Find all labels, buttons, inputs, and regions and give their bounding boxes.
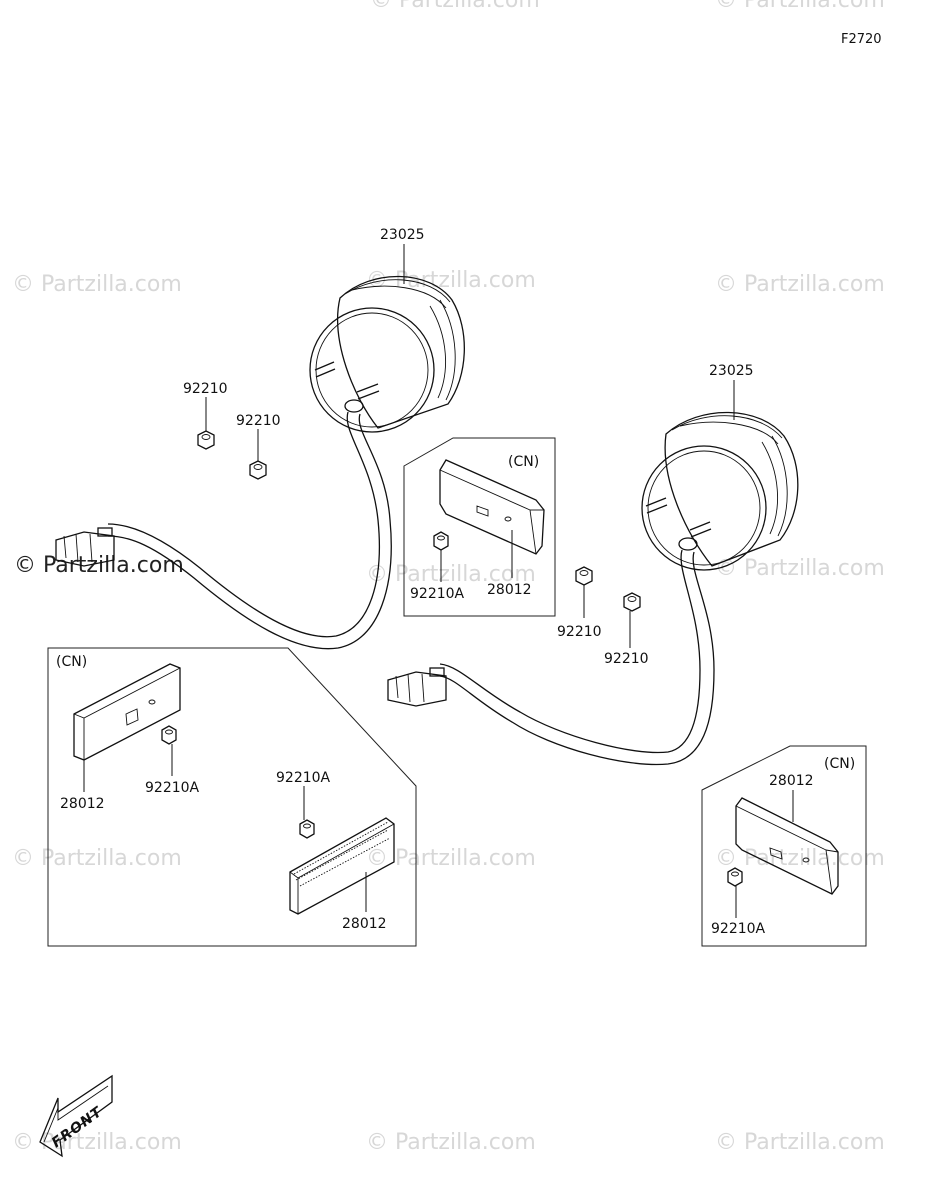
watermark: © Partzilla.com xyxy=(370,0,540,13)
lamp-right[interactable] xyxy=(641,411,799,571)
label-lamp-left: 23025 xyxy=(380,227,425,243)
label-nut-box-right: 92210A xyxy=(711,921,766,937)
watermark-dark: © Partzilla.com xyxy=(14,553,184,578)
nut-box-right[interactable] xyxy=(727,867,743,887)
nut-center[interactable] xyxy=(433,531,449,551)
watermark: © Partzilla.com xyxy=(715,0,885,13)
harness-right[interactable] xyxy=(439,549,715,766)
label-nut-box-left-a: 92210A xyxy=(145,780,200,796)
label-reflector-center: 28012 xyxy=(487,582,532,598)
connector-left[interactable] xyxy=(55,527,115,567)
nut-left-b[interactable] xyxy=(249,460,267,480)
nut-left-a[interactable] xyxy=(197,430,215,450)
connector-right[interactable] xyxy=(387,667,447,707)
cn-label-left: (CN) xyxy=(56,654,87,670)
reflector-box-right[interactable] xyxy=(735,797,839,895)
reflector-box-left-a[interactable] xyxy=(73,663,181,761)
front-arrow-icon: FRONT xyxy=(39,1074,113,1158)
nut-box-left-a[interactable] xyxy=(161,725,177,745)
diagram-code: F2720 xyxy=(841,32,882,47)
label-nut-left-a: 92210 xyxy=(183,381,228,397)
label-reflector-box-left-b: 28012 xyxy=(342,916,387,932)
watermark: © Partzilla.com xyxy=(12,846,182,871)
watermark: © Partzilla.com xyxy=(366,268,536,293)
cn-box-right xyxy=(701,745,867,947)
label-nut-center: 92210A xyxy=(410,586,465,602)
label-reflector-box-right: 28012 xyxy=(769,773,814,789)
label-nut-right-a: 92210 xyxy=(557,624,602,640)
nut-box-left-b[interactable] xyxy=(299,819,315,839)
label-lamp-right: 23025 xyxy=(709,363,754,379)
harness-left[interactable] xyxy=(107,411,392,650)
label-nut-left-b: 92210 xyxy=(236,413,281,429)
cn-box-left xyxy=(47,647,417,947)
label-reflector-box-left-a: 28012 xyxy=(60,796,105,812)
cn-label-right: (CN) xyxy=(824,756,855,772)
watermark: © Partzilla.com xyxy=(715,556,885,581)
watermark: © Partzilla.com xyxy=(12,272,182,297)
cn-box-center xyxy=(403,437,556,617)
watermark: © Partzilla.com xyxy=(715,1130,885,1155)
watermark: © Partzilla.com xyxy=(366,1130,536,1155)
nut-right-b[interactable] xyxy=(623,592,641,612)
nut-right-a[interactable] xyxy=(575,566,593,586)
reflector-center[interactable] xyxy=(439,459,545,555)
watermark: © Partzilla.com xyxy=(366,562,536,587)
cn-label-center: (CN) xyxy=(508,454,539,470)
reflector-box-left-b[interactable] xyxy=(289,817,395,915)
watermark: © Partzilla.com xyxy=(715,272,885,297)
lamp-left[interactable] xyxy=(309,275,465,433)
label-nut-box-left-b: 92210A xyxy=(276,770,331,786)
label-nut-right-b: 92210 xyxy=(604,651,649,667)
